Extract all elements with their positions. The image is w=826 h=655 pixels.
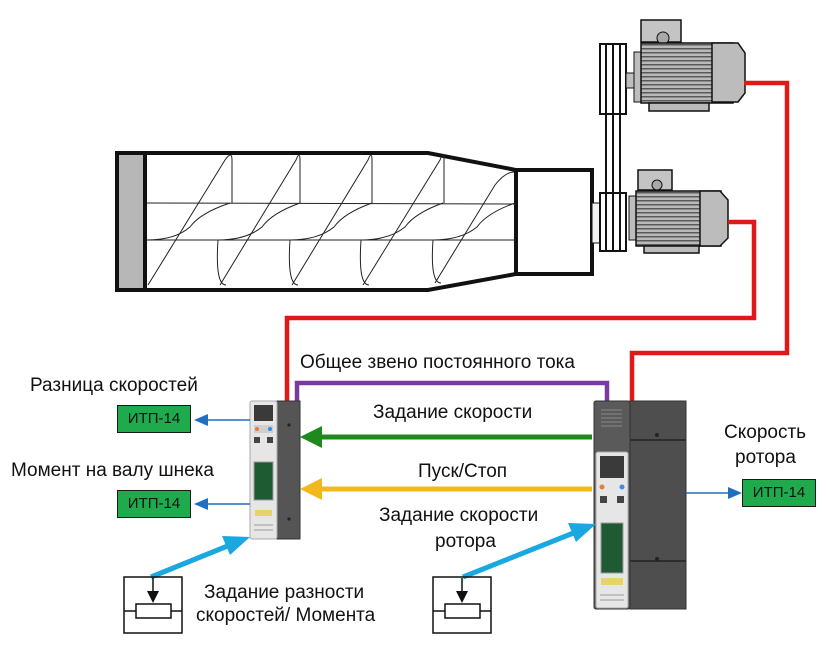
diff-torque-setpoint-label-line2: скоростей/ Момента <box>196 605 376 626</box>
potentiometer-right <box>432 576 492 634</box>
diff-setpoint-input-line <box>150 542 231 580</box>
conveyor-gearbox <box>514 168 594 276</box>
power-line-main-motor <box>629 80 790 402</box>
diff-setpoint-input-arrowhead <box>222 536 250 555</box>
itp-indicator-screw-torque: ИТП-14 <box>117 490 191 518</box>
rotor-speed-label-line1: Скорость <box>724 422 807 443</box>
drive-right <box>593 400 687 610</box>
rotor-speed-setpoint-label-line1: Задание скорости <box>379 505 539 526</box>
screw-torque-label: Момент на валу шнека <box>11 460 214 481</box>
speed-difference-label: Разница скоростей <box>30 375 198 396</box>
start-stop-label: Пуск/Стоп <box>418 461 508 482</box>
rotor-setpoint-input-line <box>462 529 577 580</box>
potentiometer-left <box>123 576 183 634</box>
power-line-back-motor <box>284 219 757 402</box>
screw-conveyor <box>115 151 601 292</box>
motor-back <box>628 169 729 254</box>
rotor-speed-label-line2: ротора <box>735 447 796 468</box>
rotor-speed-output-arrowhead <box>728 487 742 499</box>
speed-difference-output-arrowhead <box>194 414 208 426</box>
dc-link-label: Общее звено постоянного тока <box>300 352 575 373</box>
drive-left <box>249 400 301 540</box>
screw-torque-output-arrowhead <box>194 498 208 510</box>
conveyor-shaft <box>591 202 601 244</box>
screw-flights <box>146 154 517 286</box>
conveyor-end-cap <box>115 151 147 292</box>
itp-indicator-speed-difference: ИТП-14 <box>117 405 191 433</box>
itp-indicator-rotor-speed: ИТП-14 <box>742 479 816 507</box>
rotor-setpoint-input-arrowhead <box>568 523 596 542</box>
belt-drive <box>599 43 627 252</box>
start-stop-arrowhead <box>300 478 322 500</box>
diff-torque-setpoint-label-line1: Задание разности <box>204 582 365 603</box>
dc-link-line <box>294 380 610 402</box>
speed-setpoint-label: Задание скорости <box>373 402 533 423</box>
rotor-speed-setpoint-label-line2: ротора <box>435 531 496 552</box>
speed-setpoint-arrowhead <box>300 426 322 448</box>
motor-main <box>625 19 746 112</box>
